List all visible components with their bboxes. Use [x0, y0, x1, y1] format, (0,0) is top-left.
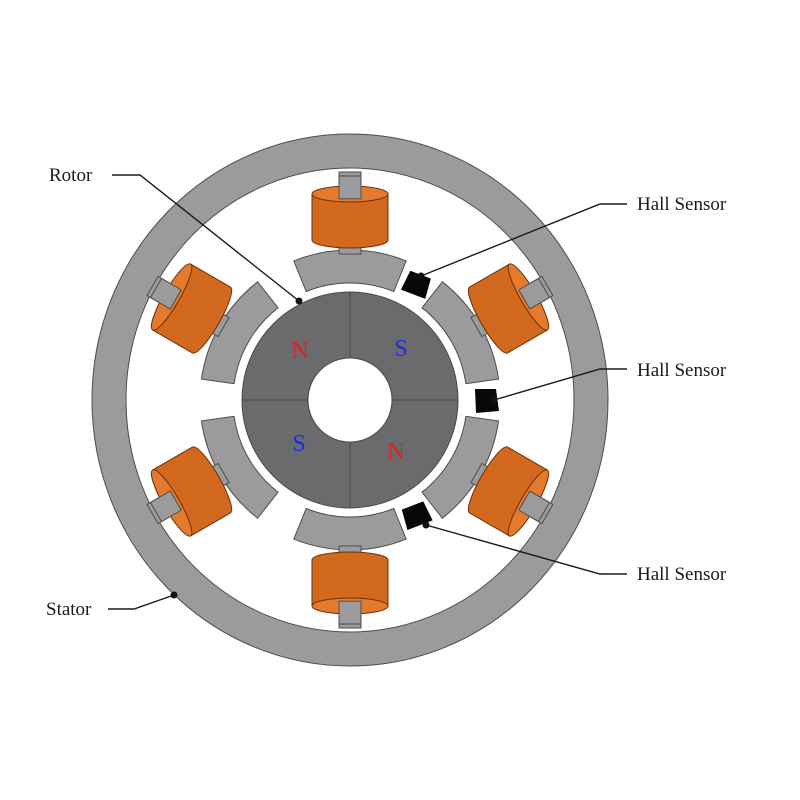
- pole-label-top-right: S: [394, 336, 407, 362]
- stator-teeth: [146, 171, 554, 629]
- pole-shoe: [293, 507, 407, 551]
- hall-sensor-label-bottom: Hall Sensor: [637, 564, 727, 585]
- rotor-leader-line: [112, 174, 300, 302]
- coil: [149, 446, 233, 537]
- hall-sensor-middle-leader-dot: [490, 396, 498, 404]
- stator-label: Stator: [46, 599, 92, 620]
- stator-leader-dot: [170, 591, 178, 599]
- hall-sensor-label-top: Hall Sensor: [637, 194, 727, 215]
- coil: [149, 263, 233, 354]
- pole-shoe: [421, 415, 500, 519]
- stator-ring: [91, 133, 609, 667]
- stator-tooth-top-left: [146, 263, 279, 385]
- hall-sensor-top-leader-dot: [417, 272, 425, 280]
- rotor: N S S N: [241, 291, 459, 509]
- hall-sensor-bottom-leader-dot: [422, 521, 430, 529]
- pole-shoe: [421, 281, 500, 385]
- pole-shoe: [293, 249, 407, 293]
- coil: [467, 263, 551, 354]
- rotor-label: Rotor: [49, 165, 93, 186]
- stator-tooth-bottom-right: [421, 415, 554, 537]
- hall-sensor-middle: [475, 389, 499, 413]
- stator-tooth-bottom: [293, 507, 407, 629]
- hall-sensor-top-leader-line: [420, 203, 627, 277]
- hall-sensor-bottom-leader-line: [425, 524, 627, 575]
- hall-sensor-label-middle: Hall Sensor: [637, 360, 727, 381]
- pole-shoe: [200, 415, 279, 519]
- rotor-leader-dot: [295, 297, 303, 305]
- pole-label-bottom-left: S: [292, 431, 305, 457]
- pole-label-top-left: N: [291, 338, 308, 364]
- pole-label-bottom-right: N: [387, 439, 404, 465]
- hall-sensor-top: [400, 270, 431, 299]
- coil: [311, 175, 389, 249]
- stator-tooth-top-right: [421, 263, 554, 385]
- rotor-shaft-hole: [307, 357, 393, 443]
- coil: [467, 446, 551, 537]
- coil: [311, 551, 389, 625]
- pole-shoe: [200, 281, 279, 385]
- stator-tooth-bottom-left: [146, 415, 279, 537]
- stator-tooth-top: [293, 171, 407, 293]
- stator-leader-line: [108, 594, 175, 610]
- hall-sensor-middle-leader-line: [493, 368, 627, 401]
